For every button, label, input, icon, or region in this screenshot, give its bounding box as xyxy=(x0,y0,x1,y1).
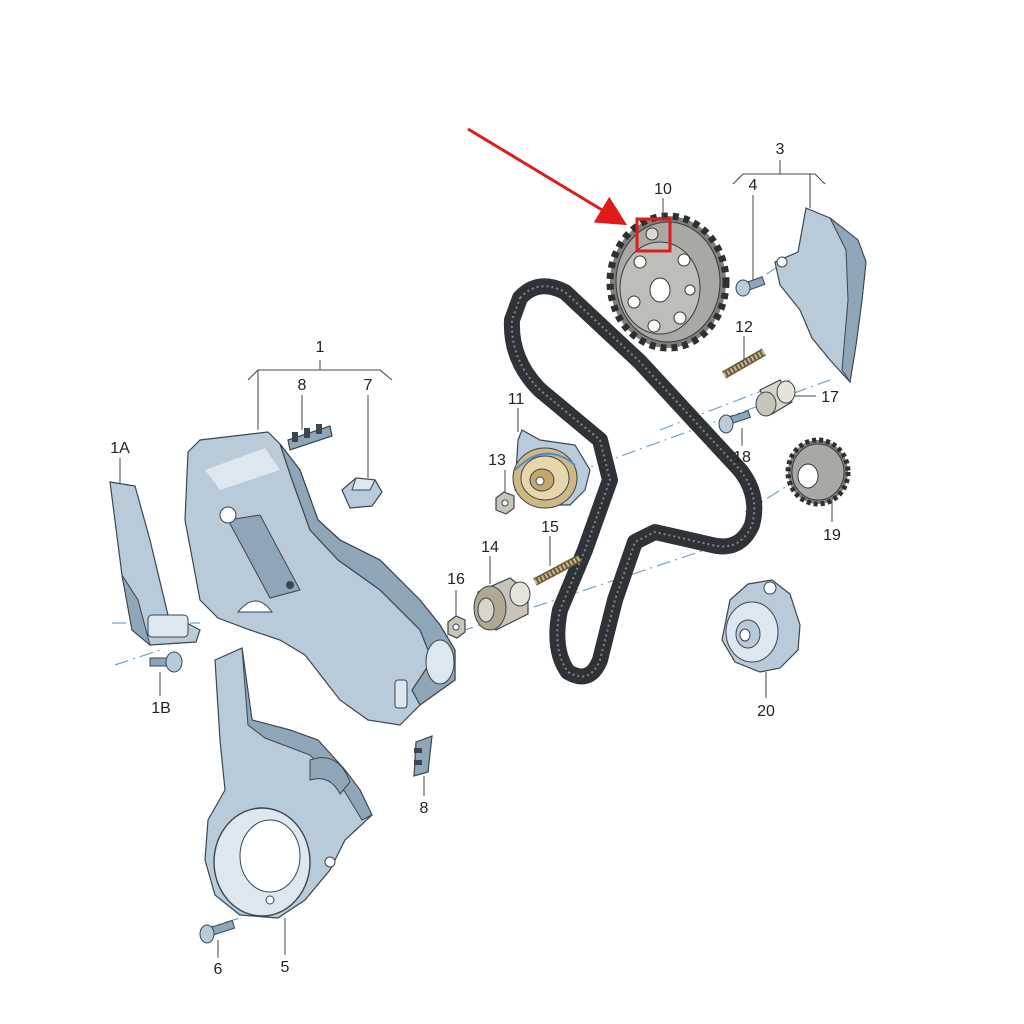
callout-12: 12 xyxy=(735,319,753,336)
bolt-1b[interactable] xyxy=(149,651,183,673)
callout-3: 3 xyxy=(776,141,785,158)
callout-14: 14 xyxy=(481,539,499,556)
callout-1b: 1B xyxy=(151,700,171,717)
bolt-18[interactable] xyxy=(718,410,752,434)
callout-labels: 1 8 7 1A 1B 3 4 10 11 12 13 14 15 16 17 … xyxy=(110,141,841,978)
idler-pulley[interactable] xyxy=(473,577,531,631)
lower-timing-cover[interactable] xyxy=(204,647,373,919)
callout-17: 17 xyxy=(821,389,839,406)
callout-18: 18 xyxy=(733,449,751,466)
callout-10: 10 xyxy=(654,181,672,198)
callout-19: 19 xyxy=(823,527,841,544)
callout-1a: 1A xyxy=(110,440,130,457)
callout-11: 11 xyxy=(508,391,525,408)
tensioner-pulley[interactable] xyxy=(512,429,591,509)
stud-12[interactable] xyxy=(722,348,766,379)
callout-8-bottom: 8 xyxy=(420,800,429,817)
upper-timing-cover[interactable] xyxy=(184,431,456,726)
crankshaft-sprocket[interactable] xyxy=(785,437,851,507)
arrow-icon xyxy=(467,127,628,226)
clip-strip-bottom[interactable] xyxy=(413,735,433,777)
spacer-sleeve[interactable] xyxy=(755,379,796,417)
clip-strip-top[interactable] xyxy=(287,424,333,451)
nut-16[interactable] xyxy=(447,615,466,639)
callout-1: 1 xyxy=(316,339,325,356)
callout-6: 6 xyxy=(214,961,223,978)
callout-16: 16 xyxy=(447,571,465,588)
camshaft-sprocket[interactable] xyxy=(606,212,730,352)
leader-lines xyxy=(119,160,833,958)
callout-4: 4 xyxy=(749,177,758,194)
callout-8-top: 8 xyxy=(298,377,307,394)
timing-belt[interactable] xyxy=(503,278,763,685)
callout-15: 15 xyxy=(541,519,559,536)
callout-20: 20 xyxy=(757,703,775,720)
side-cover-1a[interactable] xyxy=(109,481,201,647)
callout-5: 5 xyxy=(281,959,290,976)
cover-clip[interactable] xyxy=(341,477,383,509)
rear-cover-plate[interactable] xyxy=(774,207,867,384)
bolt-6[interactable] xyxy=(199,919,236,944)
stud-15[interactable] xyxy=(533,554,582,586)
highlight-box xyxy=(635,217,672,253)
nut-13[interactable] xyxy=(495,491,515,515)
bolt-4[interactable] xyxy=(735,276,766,297)
callout-7: 7 xyxy=(364,377,373,394)
callout-13: 13 xyxy=(488,452,506,469)
water-pump[interactable] xyxy=(721,579,801,673)
